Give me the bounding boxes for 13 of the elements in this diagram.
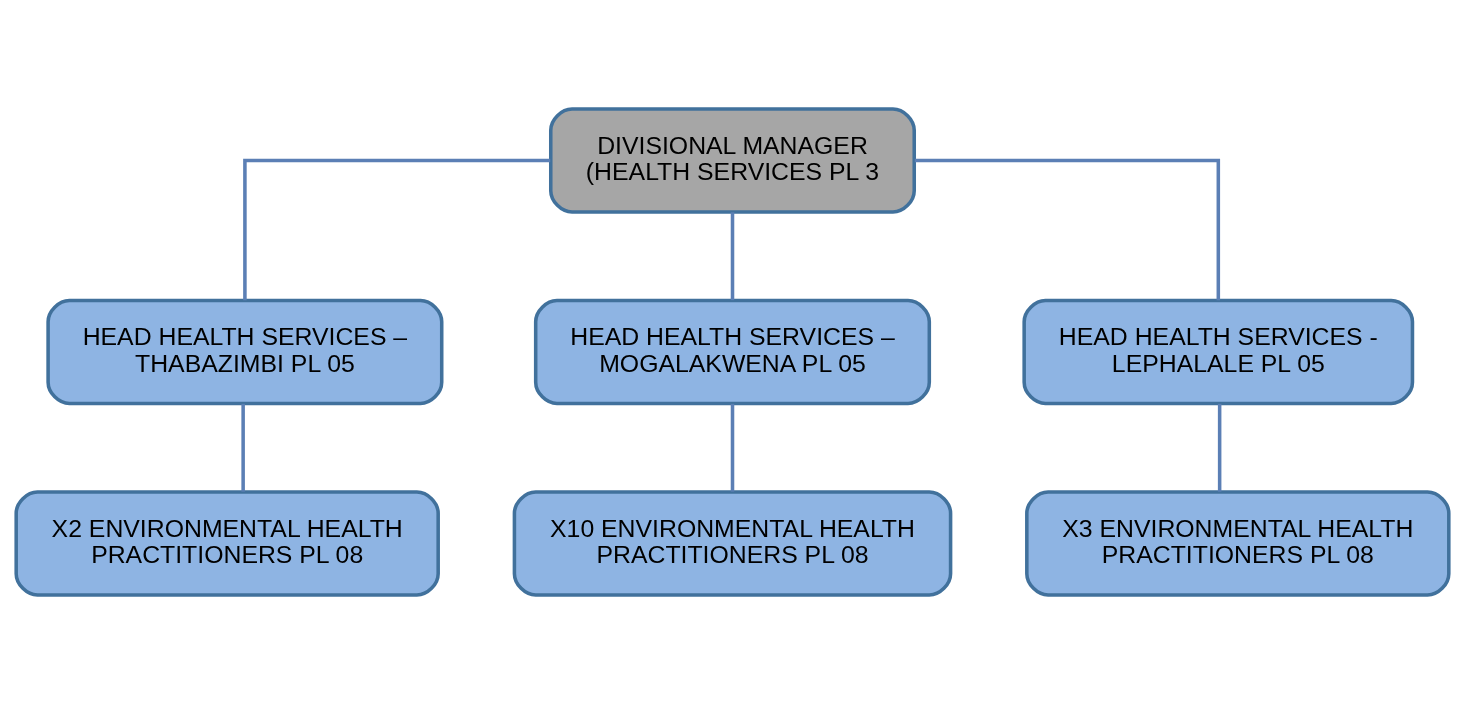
node-box: HEAD HEALTH SERVICES – MOGALAKWENA PL 05: [533, 298, 932, 405]
connector: [914, 158, 1221, 300]
connector: [730, 403, 735, 492]
connector: [730, 211, 735, 300]
connector: [1217, 403, 1222, 492]
node-box: HEAD HEALTH SERVICES – THABAZIMBI PL 05: [46, 298, 444, 405]
node-box: HEAD HEALTH SERVICES - LEPHALALE PL 05: [1022, 298, 1415, 405]
connector: [243, 158, 551, 300]
node-box: DIVISIONAL MANAGER (HEALTH SERVICES PL 3: [549, 106, 916, 214]
connector: [241, 403, 245, 492]
node-box: X2 ENVIRONMENTAL HEALTH PRACTITIONERS PL 08: [14, 489, 440, 597]
node-box: X10 ENVIRONMENTAL HEALTH PRACTITIONERS PL 08: [512, 489, 953, 597]
node-box: X3 ENVIRONMENTAL HEALTH PRACTITIONERS PL 08: [1025, 489, 1451, 597]
